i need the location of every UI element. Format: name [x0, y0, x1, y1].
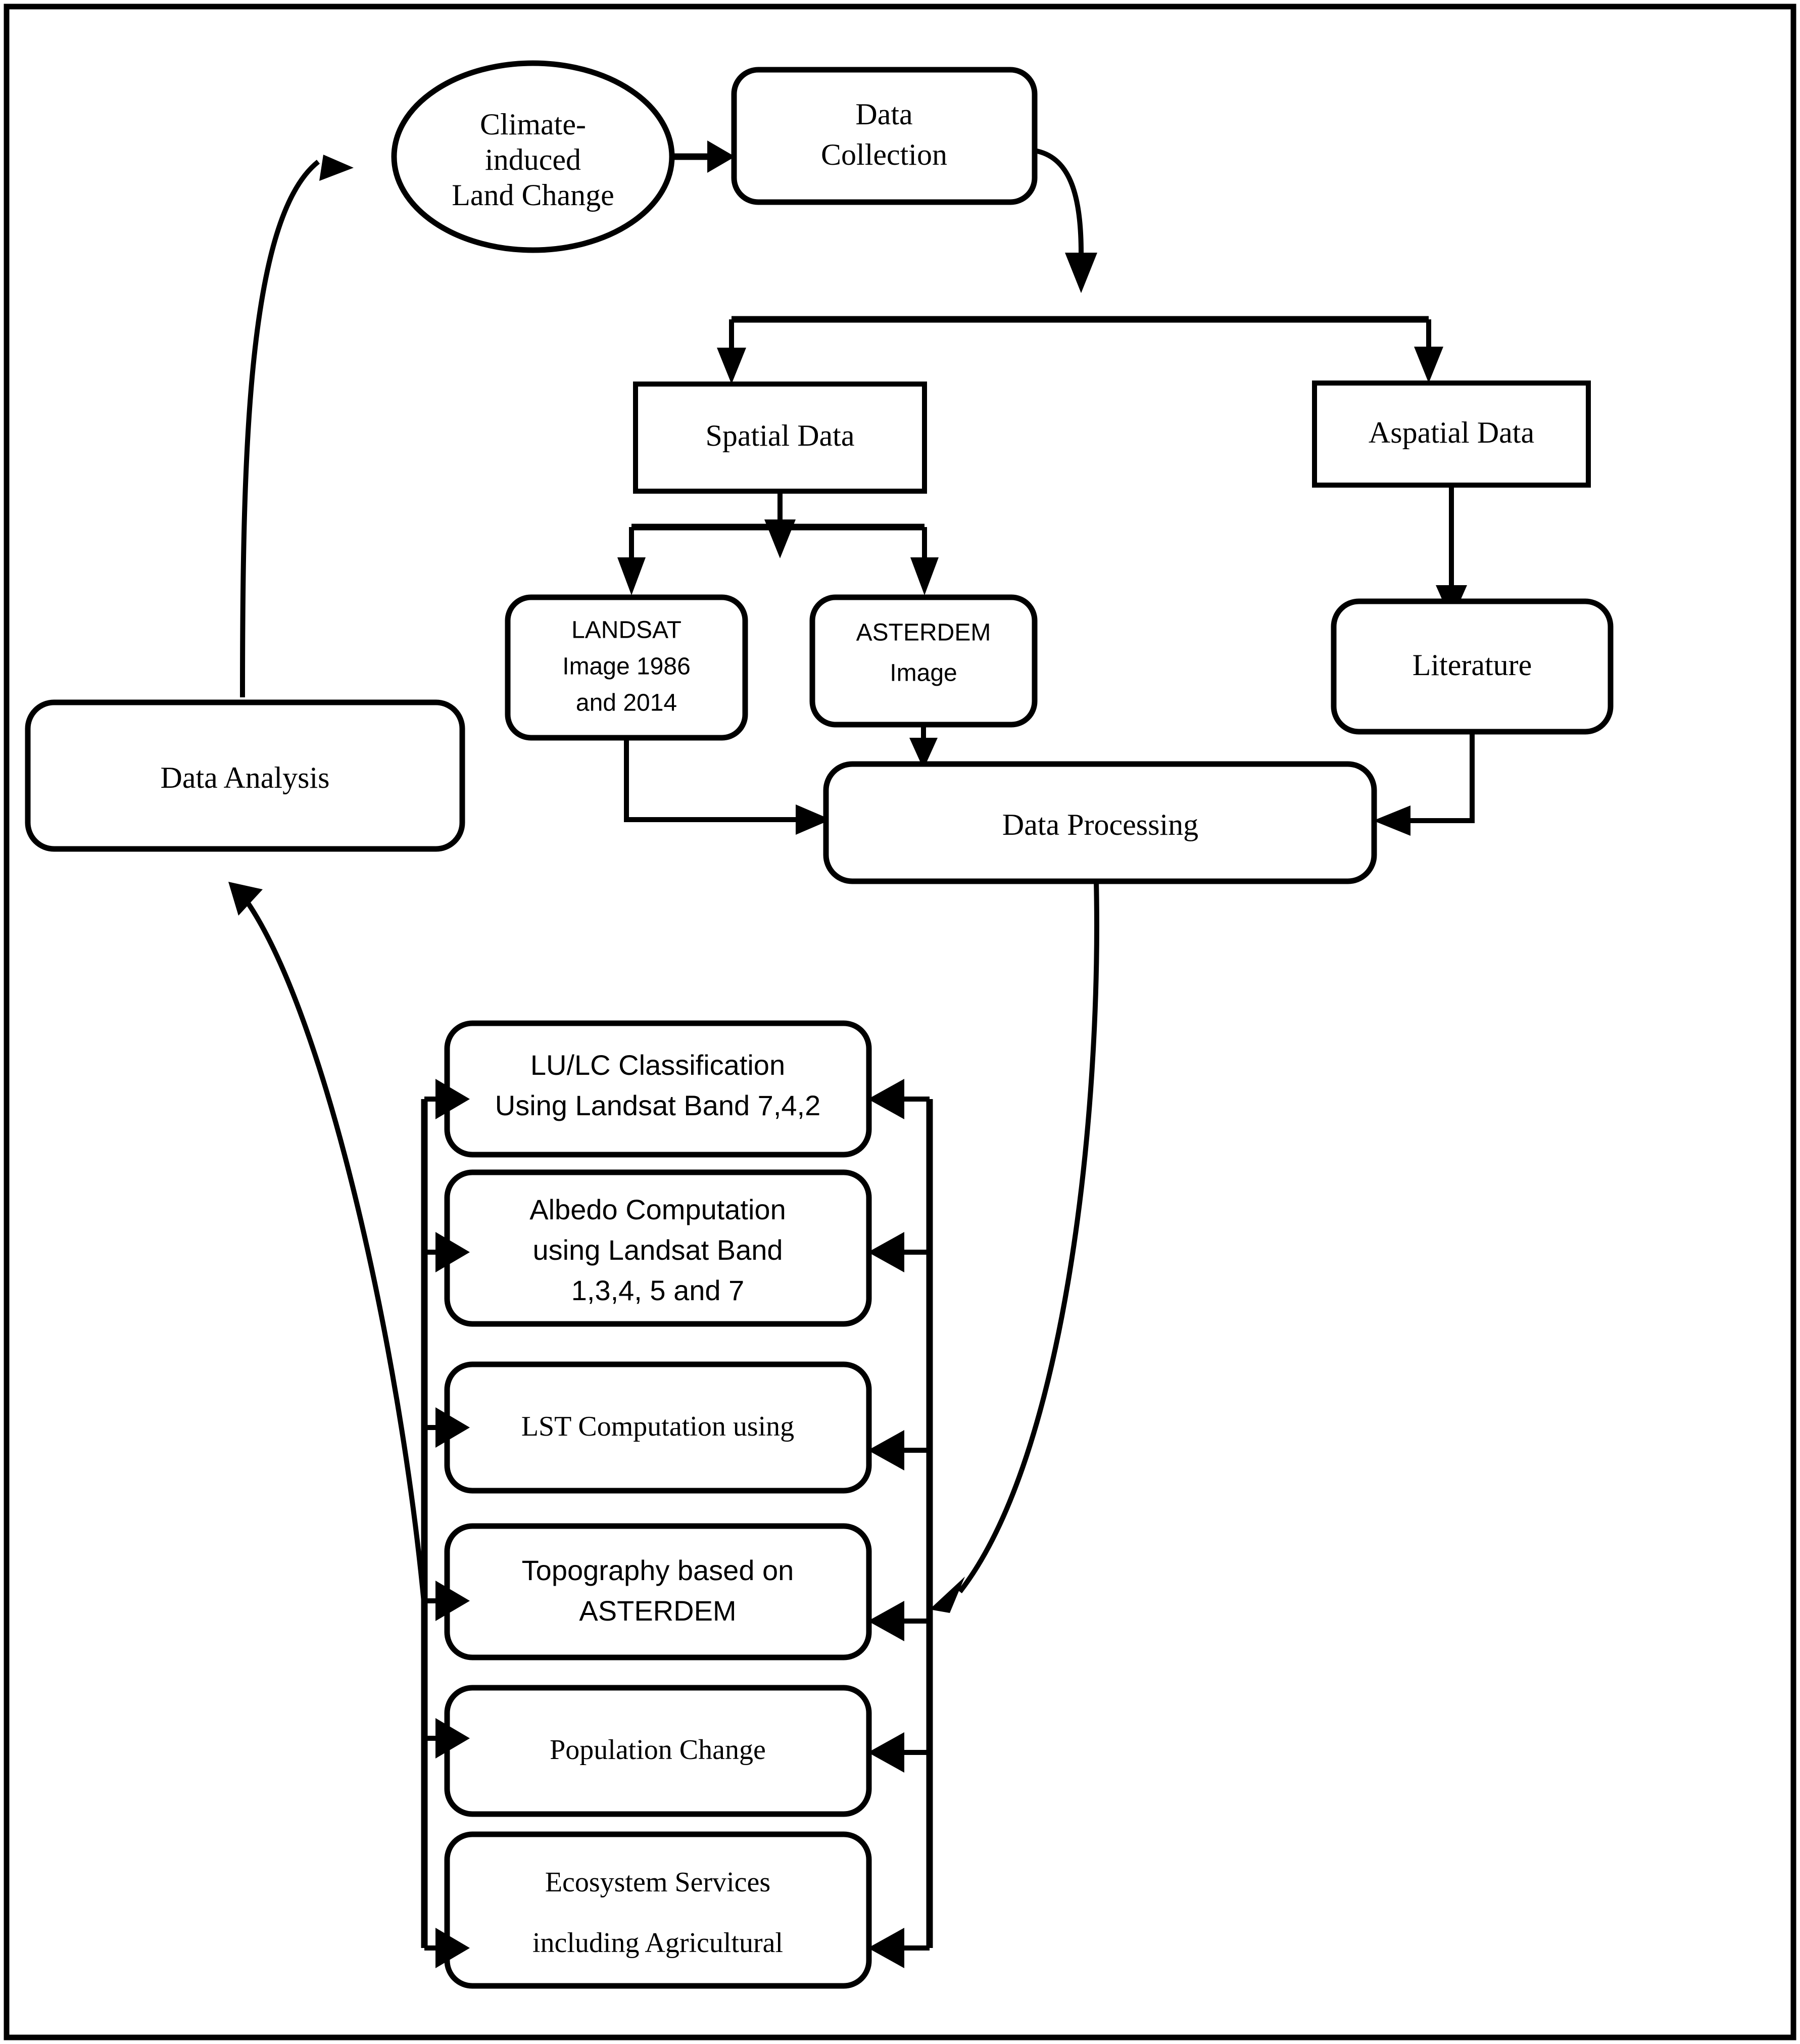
arrowhead-rail-left-to-lulc [435, 1079, 470, 1119]
arrowhead-rail-left-to-lst [435, 1407, 470, 1448]
arrowhead-rail-left-to-ecosystem [435, 1928, 470, 1968]
node-data-processing[interactable] [823, 761, 1377, 884]
arrowhead-rail-right-to-population [868, 1732, 904, 1773]
node-label-topography-line2: ASTERDEM [579, 1595, 736, 1627]
node-label-data-collection-line2: Collection [821, 138, 947, 171]
arrowhead-literature-to-processing [1373, 805, 1410, 836]
node-label-albedo-line3: 1,3,4, 5 and 7 [571, 1274, 745, 1306]
node-label-lst: LST Computation using [521, 1411, 794, 1442]
node-label-climate-line2: induced [485, 143, 581, 176]
arrowhead-rail-to-data-analysis [228, 882, 263, 916]
node-label-lulc-line2: Using Landsat Band 7,4,2 [495, 1089, 820, 1121]
node-label-climate-line3: Land Change [452, 178, 614, 212]
arrowhead-climate-to-collection [707, 140, 735, 173]
arrowhead-analysis-to-climate [319, 155, 354, 181]
edge-analysis-to-climate [240, 160, 320, 698]
node-label-topography-line1: Topography based on [522, 1554, 794, 1586]
node-label-albedo-line2: using Landsat Band [532, 1234, 783, 1266]
edge-landsat-to-processing [624, 738, 798, 822]
arrowhead-subbus-to-asterdem [910, 557, 939, 595]
node-label-landsat-line2: Image 1986 [562, 653, 691, 680]
node-ecosystem-services[interactable] [444, 1831, 872, 1989]
node-label-climate-line1: Climate- [480, 108, 586, 141]
edge-literature-to-processing [1409, 732, 1475, 823]
arrowhead-junction-to-spatial [717, 348, 746, 384]
arrowhead-rail-right-to-albedo [868, 1232, 904, 1272]
node-label-asterdem-line2: Image [890, 660, 957, 687]
node-aspatial-data[interactable] [1312, 381, 1591, 488]
arrowhead-rail-left-to-albedo [435, 1232, 470, 1272]
arrowhead-landsat-to-processing [796, 804, 831, 835]
arrowhead-collection-to-junction [1065, 253, 1097, 293]
arrowhead-rail-right-to-topography [868, 1601, 904, 1641]
node-label-albedo-line1: Albedo Computation [529, 1194, 786, 1225]
edge-processing-to-analysis-rail [958, 881, 1099, 1594]
node-label-spatial-data: Spatial Data [706, 419, 855, 452]
arrowhead-rail-right-to-ecosystem [868, 1928, 904, 1968]
node-data-analysis[interactable] [25, 699, 465, 852]
node-data-collection[interactable] [731, 67, 1038, 205]
arrowhead-rail-right-to-lst [868, 1430, 904, 1470]
arrowhead-rail-left-to-population [435, 1718, 470, 1758]
node-label-data-processing: Data Processing [1002, 808, 1198, 841]
node-label-asterdem-line1: ASTERDEM [856, 620, 991, 646]
edge-collection-to-junction [1034, 148, 1084, 253]
node-label-landsat-line1: LANDSAT [571, 617, 682, 644]
figure-border [4, 4, 1796, 2040]
node-label-ecosystem-line1: Ecosystem Services [545, 1867, 770, 1898]
node-label-population-change: Population Change [550, 1734, 766, 1766]
arrowhead-processing-to-analysis-rail [930, 1577, 965, 1613]
node-label-data-analysis: Data Analysis [161, 761, 330, 794]
node-label-aspatial-data: Aspatial Data [1369, 416, 1534, 449]
node-label-landsat-line3: and 2014 [576, 690, 677, 717]
node-climate-induced-land-change[interactable] [391, 60, 675, 253]
arrowhead-rail-right-to-lulc [868, 1079, 904, 1119]
arrowhead-asterdem-to-processing [909, 738, 938, 769]
arrowhead-subbus-to-landsat [617, 557, 646, 595]
node-label-ecosystem-line2: including Agricultural [532, 1927, 783, 1959]
node-topography[interactable] [444, 1523, 872, 1660]
arrowhead-junction-to-aspatial [1414, 347, 1443, 383]
edge-rail-to-data-analysis [243, 898, 427, 1607]
node-label-data-collection-line1: Data [855, 98, 912, 131]
node-label-lulc-line1: LU/LC Classification [530, 1049, 785, 1081]
arrowhead-rail-left-to-topography [435, 1581, 470, 1621]
node-label-literature: Literature [1413, 648, 1532, 682]
